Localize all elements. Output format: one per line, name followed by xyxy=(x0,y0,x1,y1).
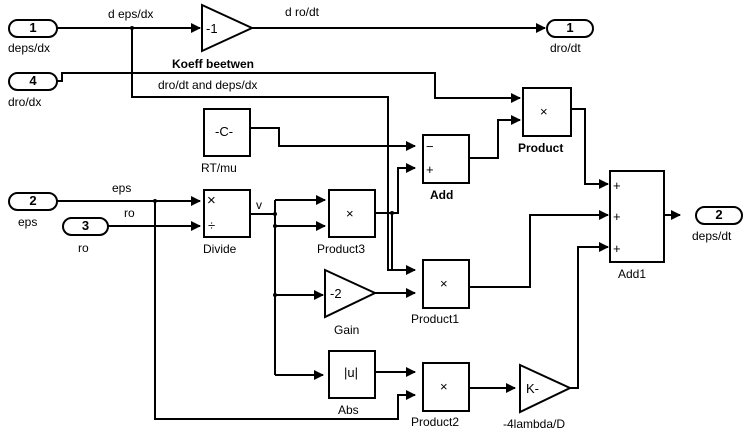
inport-2[interactable]: 2 xyxy=(8,192,58,211)
inport-3-label: ro xyxy=(78,241,89,255)
signal-product-out xyxy=(571,108,609,189)
product3-symbol: × xyxy=(346,206,354,221)
add1-sign-2: + xyxy=(613,209,621,224)
constant-label: RT/mu xyxy=(201,161,237,175)
add-block[interactable]: − + xyxy=(422,134,470,184)
junction-dot xyxy=(273,224,277,228)
product1-label: Product1 xyxy=(411,312,460,326)
add-label: Add xyxy=(430,188,454,202)
signal-product1-out xyxy=(469,210,609,288)
signal-label-ro: ro xyxy=(124,206,135,220)
add1-label: Add1 xyxy=(618,267,647,281)
product1-symbol: × xyxy=(440,276,448,291)
gain-k-symbol: K- xyxy=(526,381,539,396)
outport-2-label: deps/dt xyxy=(692,229,732,243)
inport-3[interactable]: 3 xyxy=(62,217,109,236)
junction-dot xyxy=(273,293,277,297)
signal-label-v: v xyxy=(256,198,262,212)
product-label: Product xyxy=(518,141,564,155)
inport-1-label: deps/dx xyxy=(8,41,51,55)
signal-product3-out xyxy=(375,163,416,214)
add-sign-plus: + xyxy=(426,162,434,177)
product-block[interactable]: × xyxy=(522,87,572,137)
divide-block[interactable]: × ÷ xyxy=(203,189,251,238)
product2-symbol: × xyxy=(440,379,448,394)
product1-block[interactable]: × xyxy=(422,259,470,309)
gain-neg1-symbol: -1 xyxy=(206,21,218,36)
abs-label: Abs xyxy=(338,403,359,417)
junction-dot xyxy=(390,211,394,215)
product3-block[interactable]: × xyxy=(328,189,376,238)
inport-2-label: eps xyxy=(18,215,38,229)
signal-label-deps-dx: d eps/dx xyxy=(108,7,154,21)
abs-symbol: |u| xyxy=(344,365,358,380)
constant-block[interactable]: -C- xyxy=(203,108,251,157)
signal-label-dro-dt: d ro/dt xyxy=(285,5,320,19)
gain-neg1-label-line1: Koeff beetwen xyxy=(172,57,255,71)
divide-symbol-times: × xyxy=(207,192,216,209)
add1-sign-3: + xyxy=(613,241,621,256)
outport-2[interactable]: 2 xyxy=(695,206,743,225)
signal-rt-mu xyxy=(250,127,416,151)
signal-label-eps: eps xyxy=(112,181,132,195)
add1-sign-1: + xyxy=(613,178,621,193)
product2-block[interactable]: × xyxy=(422,362,470,412)
outport-1[interactable]: 1 xyxy=(546,19,594,38)
junction-dot xyxy=(153,199,157,203)
gain-symbol: -2 xyxy=(330,286,342,301)
inport-1[interactable]: 1 xyxy=(8,19,58,38)
divide-label: Divide xyxy=(203,242,237,256)
gain-neg1-label-line2: dro/dt and deps/dx xyxy=(158,78,258,92)
signal-add-out xyxy=(469,115,521,159)
gain-k-triangle[interactable] xyxy=(519,363,573,414)
add1-block[interactable]: + + + xyxy=(609,170,665,263)
junction-dot xyxy=(130,26,134,30)
constant-symbol: -C- xyxy=(215,124,234,139)
junction-dot xyxy=(273,212,277,216)
outport-1-label: dro/dt xyxy=(550,41,581,55)
inport-4-label: dro/dx xyxy=(8,95,42,109)
add-sign-minus: − xyxy=(426,139,434,154)
gain-neg1-triangle[interactable] xyxy=(201,3,255,53)
divide-symbol-div: ÷ xyxy=(208,218,216,233)
gain-triangle[interactable] xyxy=(324,268,378,319)
signal-eps-branch xyxy=(154,201,416,420)
abs-block[interactable]: |u| xyxy=(328,350,376,399)
product-symbol: × xyxy=(540,104,548,119)
signal-dro-dx xyxy=(57,72,521,103)
product2-label: Product2 xyxy=(411,415,460,429)
signal-k-out xyxy=(570,242,609,389)
gain-k-label: -4lambda/D xyxy=(503,417,566,431)
inport-4[interactable]: 4 xyxy=(8,72,58,91)
gain-label: Gain xyxy=(334,323,360,337)
product3-label: Product3 xyxy=(317,242,366,256)
